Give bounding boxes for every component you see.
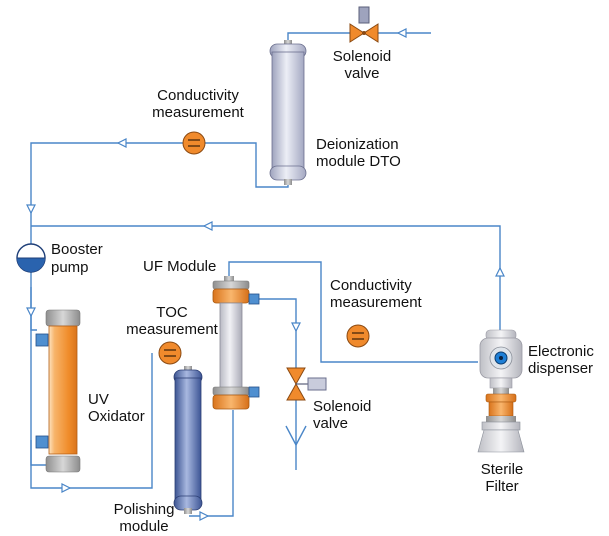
electronic-dispenser bbox=[479, 329, 523, 389]
flow-arrow-icon bbox=[61, 483, 72, 493]
conductivity-meter-right bbox=[346, 324, 370, 348]
label-polishing-module-line1: Polishing bbox=[114, 501, 175, 518]
flow-arrow-icon bbox=[26, 307, 36, 318]
label-booster-pump-line2: pump bbox=[51, 259, 89, 276]
flow-arrow-icon bbox=[116, 138, 127, 148]
booster-pump bbox=[16, 243, 46, 273]
label-deionization-line1: Deionization bbox=[316, 136, 399, 153]
label-conductivity-top-line2: measurement bbox=[152, 104, 245, 121]
flow-arrow-icon bbox=[495, 266, 505, 277]
label-conductivity-right-line1: Conductivity bbox=[330, 277, 412, 294]
sterile-filter bbox=[477, 388, 525, 453]
label-toc-line2: measurement bbox=[126, 321, 219, 338]
flow-arrow-icon bbox=[291, 322, 301, 333]
label-sterile-filter-line1: Sterile bbox=[481, 461, 524, 478]
label-solenoid-valve-top-line1: Solenoid bbox=[333, 48, 391, 65]
uf-module bbox=[212, 276, 260, 410]
label-conductivity-top-line1: Conductivity bbox=[157, 87, 239, 104]
label-conductivity-right-line2: measurement bbox=[330, 294, 423, 311]
label-polishing-module-line2: module bbox=[119, 518, 168, 535]
uv-oxidator bbox=[35, 309, 81, 473]
label-toc-line1: TOC bbox=[156, 304, 188, 321]
outlet-fork bbox=[285, 425, 307, 470]
label-booster-pump-line1: Booster bbox=[51, 241, 103, 258]
label-solenoid-valve-mid-line2: valve bbox=[313, 415, 348, 432]
solenoid-valve-top bbox=[349, 6, 379, 43]
label-electronic-dispenser-line1: Electronic bbox=[528, 343, 594, 360]
deionization-module bbox=[269, 40, 307, 185]
label-solenoid-valve-top-line2: valve bbox=[344, 65, 379, 82]
label-electronic-dispenser-line2: dispenser bbox=[528, 360, 593, 377]
labels: Solenoid valve Conductivity measurement … bbox=[51, 48, 594, 535]
flow-arrow-icon bbox=[26, 204, 36, 215]
label-deionization-line2: module DTO bbox=[316, 153, 401, 170]
label-uv-oxidator-line2: Oxidator bbox=[88, 408, 145, 425]
flow-arrow-icon bbox=[202, 221, 213, 231]
label-solenoid-valve-mid-line1: Solenoid bbox=[313, 398, 371, 415]
flow-arrow-icon bbox=[396, 28, 407, 38]
pipes bbox=[30, 32, 501, 517]
toc-meter bbox=[158, 341, 182, 365]
polishing-module bbox=[173, 366, 203, 514]
solenoid-valve-mid bbox=[286, 367, 327, 401]
label-uf-module: UF Module bbox=[143, 258, 216, 275]
label-sterile-filter-line2: Filter bbox=[485, 478, 518, 495]
flow-arrow-icon bbox=[199, 511, 210, 521]
label-uv-oxidator-line1: UV bbox=[88, 391, 109, 408]
flow-arrows bbox=[26, 28, 505, 521]
conductivity-meter-top bbox=[182, 131, 206, 155]
